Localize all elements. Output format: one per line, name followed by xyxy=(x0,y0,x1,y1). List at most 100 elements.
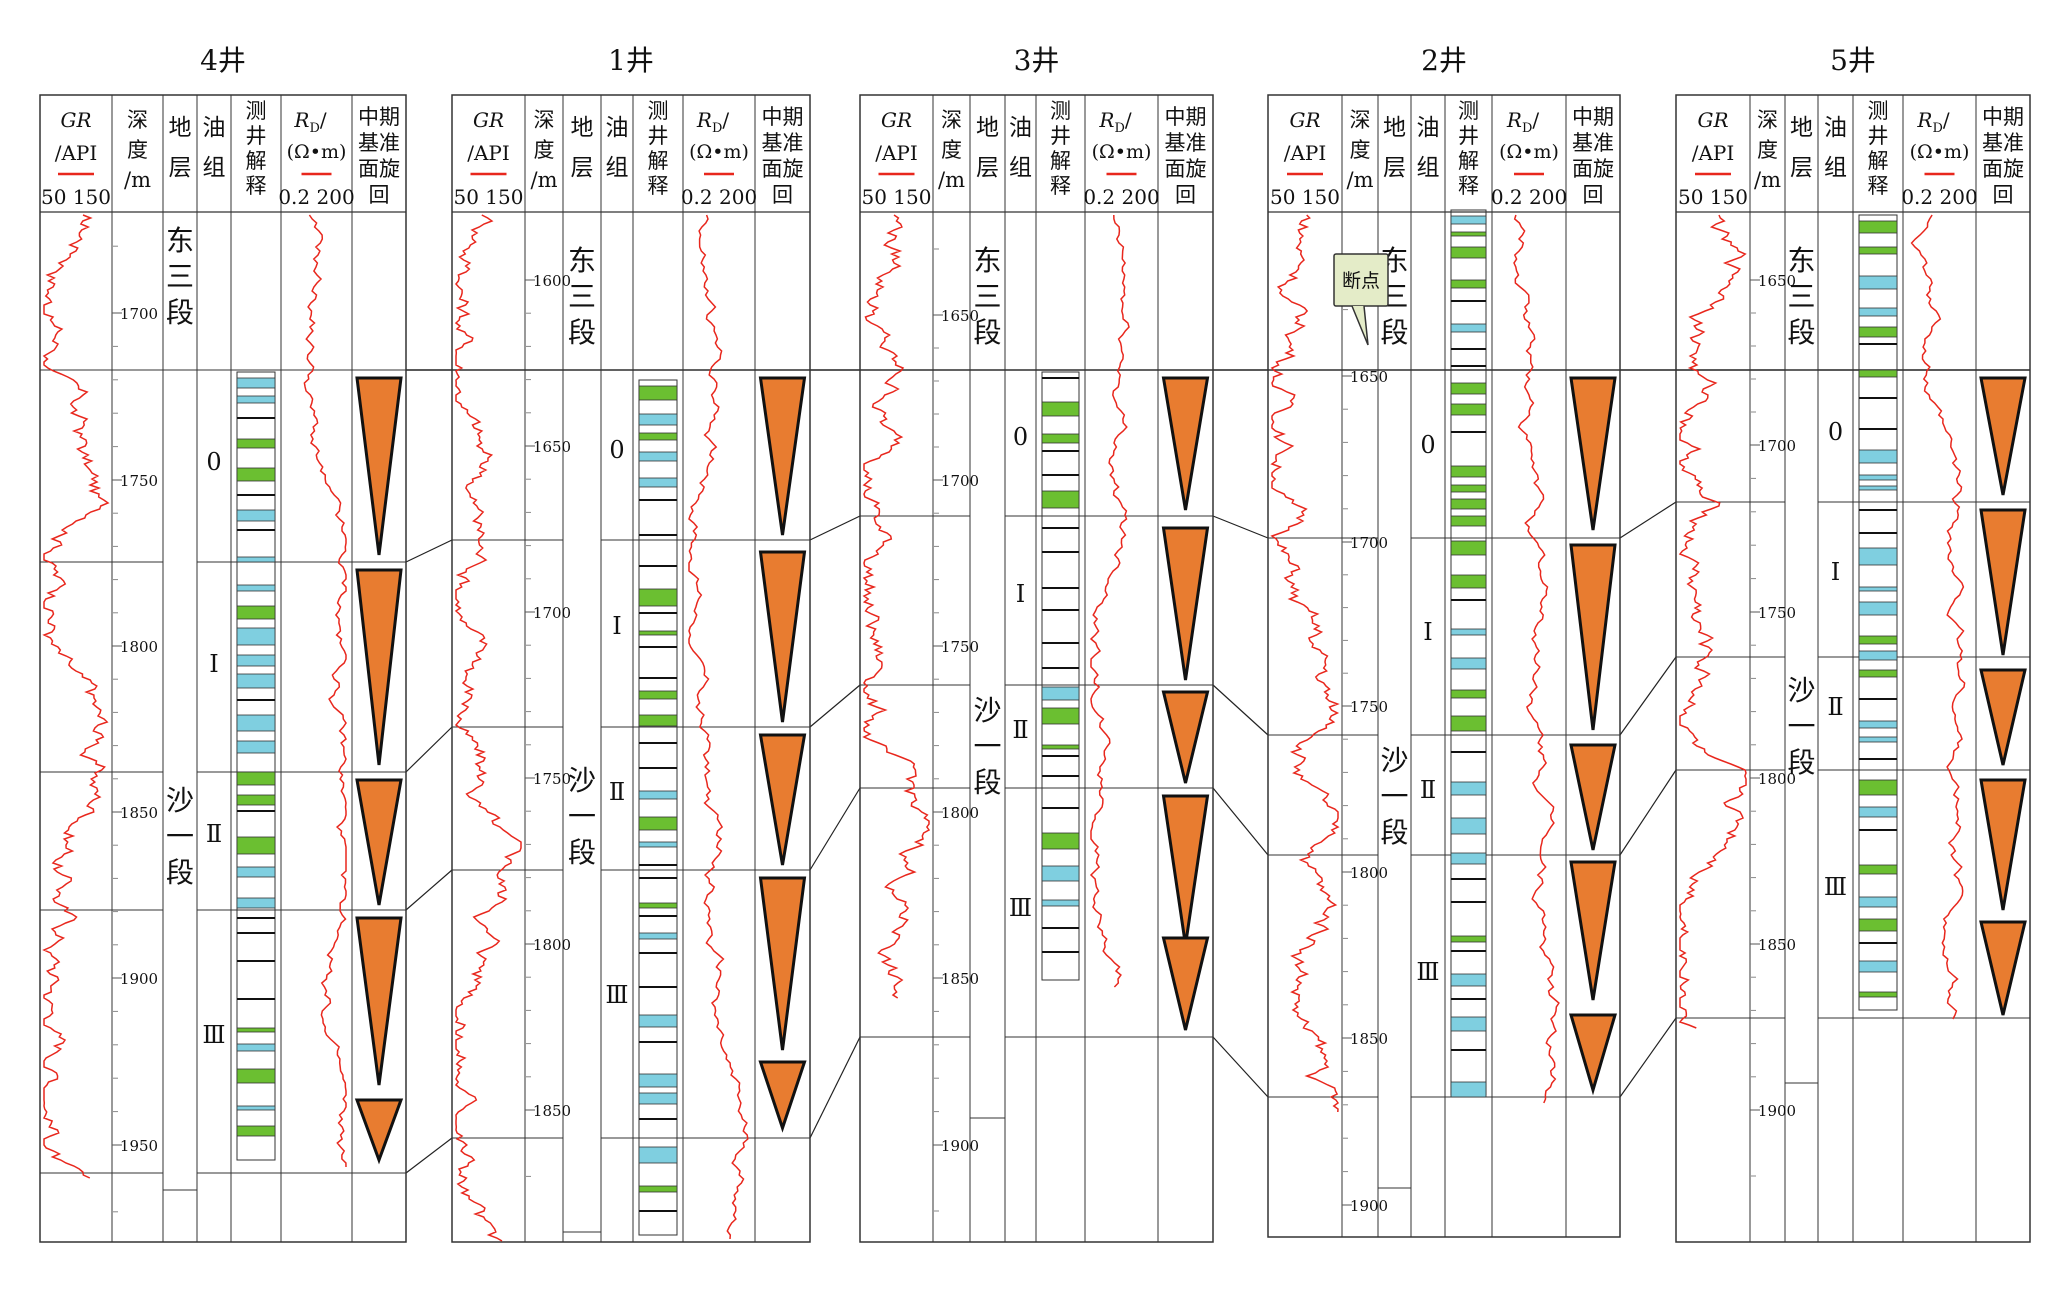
oil-layer xyxy=(1858,635,1898,645)
cycle-triangle xyxy=(355,376,403,556)
cycle-triangle xyxy=(1161,690,1210,784)
gr-header-unit: /API xyxy=(1692,141,1735,165)
depth-label: 1700 xyxy=(533,604,571,622)
gr-header-unit: /API xyxy=(875,141,918,165)
oil-layer xyxy=(1041,433,1080,444)
correlation-line xyxy=(405,539,453,563)
interp-header-char: 井 xyxy=(1050,124,1071,148)
strat-header-char: 层 xyxy=(976,155,999,181)
rd-header-range: 0.2 200 xyxy=(1901,185,1977,209)
well-name: 3井 xyxy=(1014,44,1060,77)
water-layer xyxy=(236,1043,276,1052)
oil-layer xyxy=(236,836,276,855)
rd-subscript: D xyxy=(712,121,722,136)
water-layer xyxy=(236,740,276,754)
depth-label: 1700 xyxy=(1758,437,1796,455)
correlation-line xyxy=(1619,501,1677,539)
oil-header-char: 组 xyxy=(1417,155,1440,181)
water-layer xyxy=(1858,449,1898,464)
strata-label-char: 东 xyxy=(973,244,1001,277)
strata-label-char: 段 xyxy=(973,316,1001,349)
water-layer xyxy=(236,509,276,522)
correlation-line xyxy=(405,726,453,773)
water-layer xyxy=(236,866,276,878)
water-layer xyxy=(1858,474,1898,481)
oil-header-char: 油 xyxy=(606,115,629,141)
rd-header-unit: (Ω•m) xyxy=(287,141,347,163)
strata-label-char: 东 xyxy=(1787,244,1815,277)
cycle-triangle xyxy=(1979,778,2027,911)
depth-header-char: 深 xyxy=(534,108,555,132)
rd-symbol: R xyxy=(1098,108,1114,132)
strata-label-char: 三 xyxy=(166,260,194,293)
interp-header-char: 测 xyxy=(1868,99,1889,123)
water-layer xyxy=(1858,601,1898,616)
water-layer xyxy=(638,1146,678,1164)
strat-header-char: 地 xyxy=(976,115,999,141)
cycle-triangle xyxy=(1979,508,2027,656)
gr-curve xyxy=(1678,214,1747,1029)
oil-group-label: Ⅱ xyxy=(609,778,625,806)
strata-label-char: 一 xyxy=(568,800,596,833)
rd-subscript: D xyxy=(1522,121,1532,136)
correlation-line xyxy=(1619,1017,1677,1098)
water-layer xyxy=(1041,899,1080,907)
depth-header-char: 度 xyxy=(941,138,962,162)
cycle-triangle xyxy=(1568,1013,1618,1096)
cycle-header-char: 中期 xyxy=(1165,105,1207,129)
water-layer xyxy=(1858,650,1898,661)
depth-header-char: 深 xyxy=(1350,108,1371,132)
interp-header-char: 释 xyxy=(648,174,669,198)
oil-layer xyxy=(1450,279,1487,289)
cycle-header-char: 面旋 xyxy=(1572,157,1614,181)
gr-header-range: 50 150 xyxy=(454,185,524,209)
oil-group-label: Ⅱ xyxy=(1827,693,1843,721)
oil-layer xyxy=(638,714,678,727)
oil-layer xyxy=(236,438,276,449)
oil-header-char: 油 xyxy=(1824,115,1847,141)
oil-header-char: 组 xyxy=(1824,155,1847,181)
oil-layer xyxy=(1450,403,1487,416)
oil-layer xyxy=(1858,326,1898,338)
strata-label-char: 三 xyxy=(973,280,1001,313)
cycle-header-char: 中期 xyxy=(762,105,804,129)
strata-label-char: 沙 xyxy=(973,694,1001,727)
rd-subscript: D xyxy=(1114,121,1124,136)
cycle-header-char: 面旋 xyxy=(1982,157,2024,181)
depth-header-char: 深 xyxy=(941,108,962,132)
oil-layer xyxy=(1450,465,1487,478)
strata-label-char: 三 xyxy=(568,280,596,313)
depth-label: 1750 xyxy=(941,638,979,656)
water-layer xyxy=(1858,485,1898,491)
water-layer xyxy=(638,1073,678,1088)
oil-layer xyxy=(1041,707,1080,725)
oil-group-label: Ⅰ xyxy=(1016,580,1025,608)
rd-header-unit: (Ω•m) xyxy=(1092,141,1152,163)
oil-group-label: 0 xyxy=(1013,423,1028,451)
cycle-header-char: 回 xyxy=(772,183,793,207)
water-layer xyxy=(638,841,678,848)
rd-header-label: RD/ xyxy=(1916,108,1950,136)
interp-header-char: 井 xyxy=(246,124,267,148)
gr-header-label: GR xyxy=(60,108,91,132)
oil-group-label: Ⅰ xyxy=(1423,618,1432,646)
interp-strip xyxy=(1450,209,1487,1096)
rd-curve xyxy=(1089,214,1130,988)
water-layer xyxy=(638,477,678,488)
cycle-header-char: 回 xyxy=(1583,183,1604,207)
oil-layer xyxy=(1450,574,1487,589)
oil-layer xyxy=(1858,864,1898,875)
well-name: 1井 xyxy=(608,44,654,77)
depth-label: 1900 xyxy=(1350,1197,1388,1215)
depth-label: 1750 xyxy=(1758,604,1796,622)
oil-layer xyxy=(236,1027,276,1033)
cycle-header-char: 中期 xyxy=(358,105,400,129)
cycle-triangle xyxy=(1161,794,1210,946)
correlation-line xyxy=(1212,684,1269,736)
rd-header-label: RD/ xyxy=(1098,108,1132,136)
correlation-line xyxy=(405,1137,453,1174)
oil-layer xyxy=(236,1125,276,1137)
oil-group-label: 0 xyxy=(609,436,624,464)
